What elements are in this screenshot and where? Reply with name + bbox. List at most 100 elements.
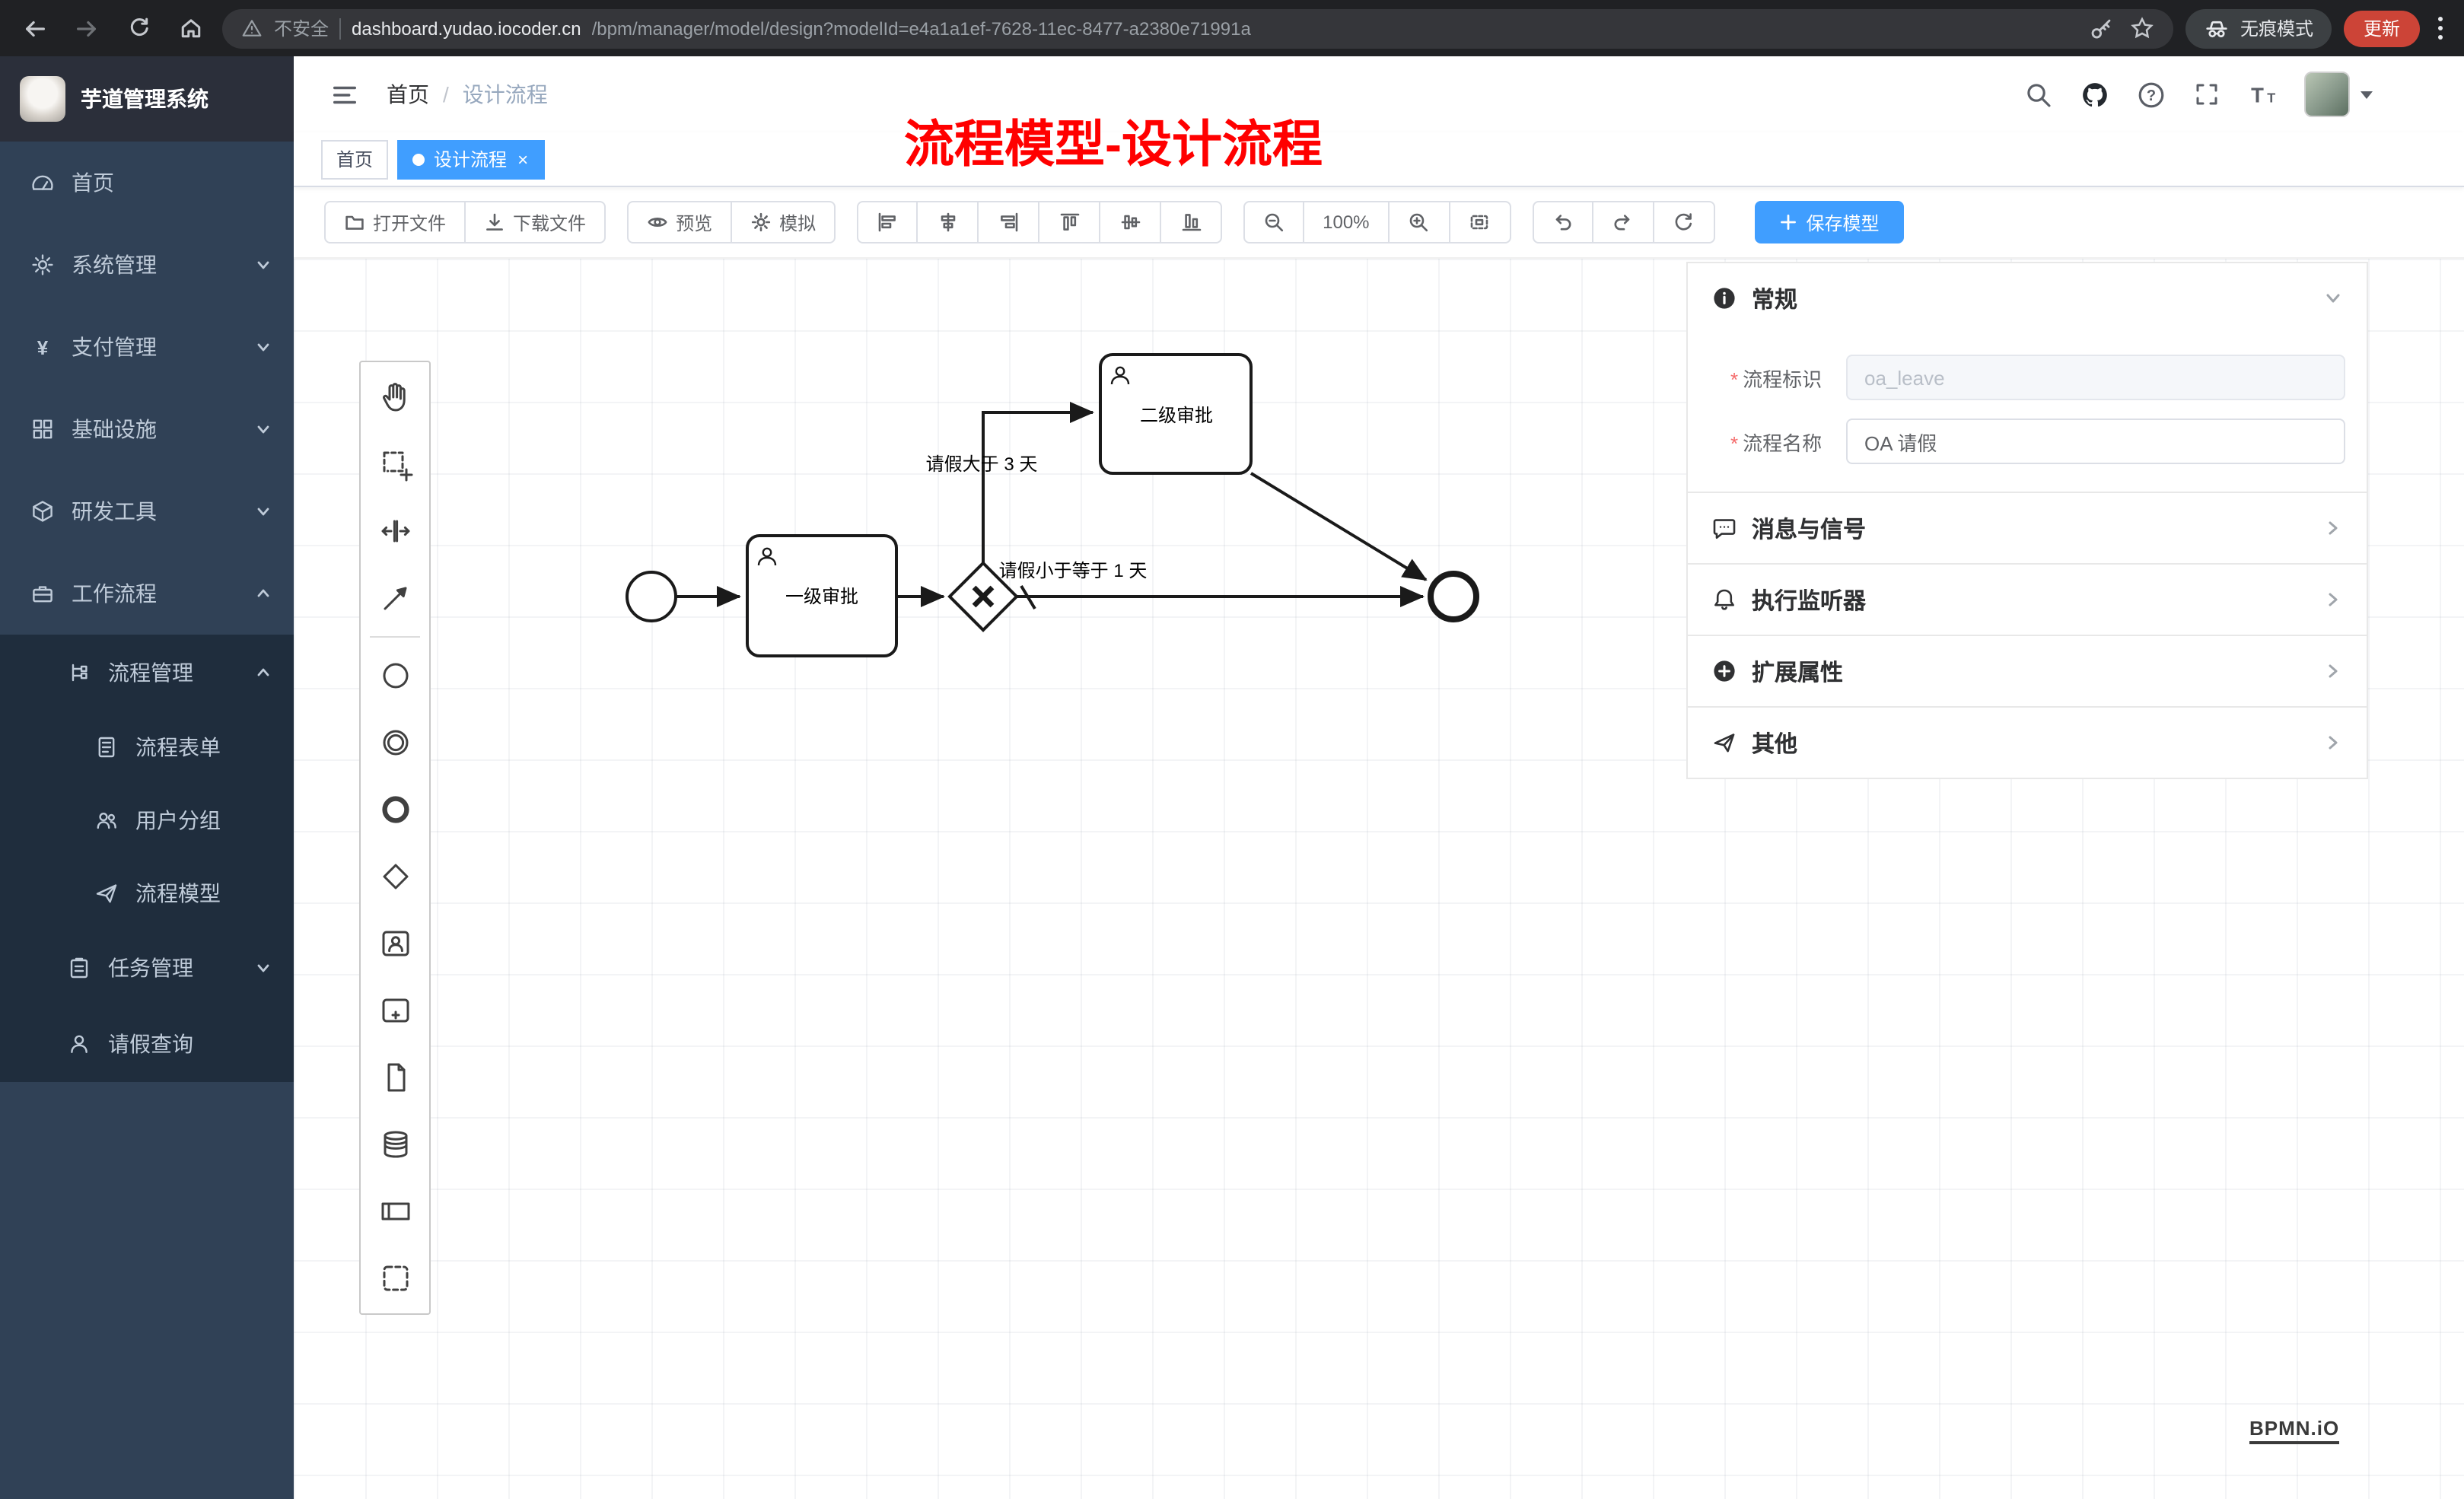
bookmark-star-icon[interactable] — [2129, 15, 2155, 41]
palette-create-participant[interactable] — [361, 1178, 429, 1245]
palette-create-gateway[interactable] — [361, 843, 429, 910]
preview-label: 预览 — [676, 212, 713, 234]
section-other-header[interactable]: 其他 — [1688, 708, 2367, 778]
breadcrumb-home[interactable]: 首页 — [387, 82, 429, 107]
connect-arrow-icon — [383, 587, 406, 610]
clipboard-icon — [67, 956, 91, 980]
align-center-horizontal-button[interactable] — [918, 201, 979, 243]
header-help-button[interactable]: ? — [2135, 79, 2166, 110]
header-search-button[interactable] — [2023, 79, 2053, 110]
cube-icon — [30, 499, 55, 524]
header-github-button[interactable] — [2079, 79, 2109, 110]
preview-button[interactable]: 预览 — [627, 201, 733, 243]
palette-create-user-task[interactable] — [361, 910, 429, 977]
palette-create-start-event[interactable] — [361, 642, 429, 709]
palette-hand-tool[interactable] — [361, 364, 429, 431]
user-task-level2[interactable] — [1099, 353, 1253, 475]
sidebar-item-task-management[interactable]: 任务管理 — [0, 930, 294, 1006]
sidebar-item-user-groups[interactable]: 用户分组 — [0, 784, 294, 857]
palette-space-tool[interactable] — [361, 498, 429, 565]
user-task-level1[interactable] — [746, 534, 898, 657]
zoom-out-button[interactable] — [1243, 201, 1305, 243]
redo-button[interactable] — [1593, 201, 1654, 243]
process-name-input[interactable] — [1846, 419, 2345, 464]
align-left-button[interactable] — [857, 201, 918, 243]
start-event[interactable] — [626, 571, 677, 622]
simulate-button[interactable]: 模拟 — [732, 201, 836, 243]
flow-task2-to-end[interactable] — [1250, 472, 1428, 581]
address-bar[interactable]: 不安全 dashboard.yudao.iocoder.cn/bpm/manag… — [222, 8, 2173, 48]
sidebar-item-process-form[interactable]: 流程表单 — [0, 711, 294, 784]
password-key-icon[interactable] — [2088, 15, 2114, 41]
warning-triangle-icon — [242, 20, 262, 37]
align-right-button[interactable] — [979, 201, 1040, 243]
task2-label: 二级审批 — [1140, 406, 1213, 426]
browser-back-button[interactable] — [15, 8, 55, 48]
tab-design-process[interactable]: 设计流程 × — [397, 139, 546, 179]
chevron-right-icon — [2324, 662, 2342, 680]
refresh-icon — [129, 18, 148, 37]
user-menu[interactable] — [2304, 72, 2373, 117]
sidebar-item-payment[interactable]: ¥ 支付管理 — [0, 306, 294, 388]
sidebar-item-label: 任务管理 — [108, 956, 193, 980]
sidebar-item-process-management[interactable]: 流程管理 — [0, 635, 294, 711]
sidebar-collapse-button[interactable] — [330, 80, 359, 109]
section-execution-listeners-header[interactable]: 执行监听器 — [1688, 565, 2367, 635]
default-flow-marker — [1020, 584, 1036, 610]
bpmn-canvas[interactable]: 一级审批 二级审批 请假大于 3 天 请假小于等于 1 天 — [294, 259, 2464, 1499]
sidebar-item-infrastructure[interactable]: 基础设施 — [0, 388, 294, 470]
align-middle-vertical-button[interactable] — [1100, 201, 1162, 243]
sidebar-item-system[interactable]: 系统管理 — [0, 224, 294, 306]
sidebar-logo[interactable]: 芋道管理系统 — [0, 56, 294, 142]
tab-home[interactable]: 首页 — [321, 139, 389, 179]
palette-create-end-event[interactable] — [361, 776, 429, 843]
palette-create-subprocess[interactable] — [361, 977, 429, 1044]
flow-gateway-to-task2[interactable] — [982, 402, 1094, 563]
header-fullscreen-button[interactable] — [2192, 79, 2222, 110]
palette-create-intermediate-event[interactable] — [361, 709, 429, 776]
save-model-button[interactable]: 保存模型 — [1754, 201, 1904, 243]
palette-lasso-tool[interactable] — [361, 431, 429, 498]
section-title: 执行监听器 — [1752, 588, 1867, 614]
sidebar-item-dev-tools[interactable]: 研发工具 — [0, 470, 294, 552]
sidebar-item-process-model[interactable]: 流程模型 — [0, 857, 294, 930]
section-general-header[interactable]: 常规 — [1688, 263, 2367, 333]
section-extended-attributes-header[interactable]: 扩展属性 — [1688, 636, 2367, 706]
end-event[interactable] — [1428, 571, 1479, 622]
sidebar-item-leave-query[interactable]: 请假查询 — [0, 1006, 294, 1082]
sidebar-item-workflow[interactable]: 工作流程 — [0, 552, 294, 635]
browser-update-button[interactable]: 更新 — [2343, 10, 2420, 46]
user-task-icon — [381, 931, 409, 956]
active-tab-dot — [412, 153, 425, 165]
browser-forward-button[interactable] — [67, 8, 107, 48]
align-bottom-button[interactable] — [1161, 201, 1223, 243]
palette-create-group[interactable] — [361, 1245, 429, 1312]
tab-close-button[interactable]: × — [517, 148, 529, 170]
security-label[interactable]: 不安全 — [274, 18, 329, 40]
section-message-signal-header[interactable]: 消息与信号 — [1688, 493, 2367, 563]
app-logo-image — [20, 76, 65, 122]
undo-button[interactable] — [1532, 201, 1593, 243]
palette-create-data-object[interactable] — [361, 1044, 429, 1111]
save-model-label: 保存模型 — [1806, 212, 1880, 234]
align-top-button[interactable] — [1039, 201, 1101, 243]
gateway-x-marker — [972, 585, 995, 608]
zoom-reset-button[interactable] — [1450, 201, 1511, 243]
zoom-in-button[interactable] — [1389, 201, 1450, 243]
browser-home-button[interactable] — [170, 8, 210, 48]
section-other: 其他 — [1688, 708, 2367, 778]
download-file-button[interactable]: 下载文件 — [466, 201, 606, 243]
browser-menu-button[interactable] — [2432, 17, 2449, 40]
open-file-button[interactable]: 打开文件 — [324, 201, 466, 243]
browser-refresh-button[interactable] — [119, 8, 158, 48]
section-message-signal: 消息与信号 — [1688, 493, 2367, 565]
palette-global-connect-tool[interactable] — [361, 565, 429, 632]
process-name-row: *流程名称 — [1730, 419, 2345, 464]
sidebar-item-label: 首页 — [72, 170, 114, 195]
process-key-input[interactable] — [1846, 355, 2345, 400]
sidebar-item-home[interactable]: 首页 — [0, 142, 294, 224]
palette-create-data-store[interactable] — [361, 1111, 429, 1178]
bpmn-io-watermark[interactable]: BPMN.iO — [2249, 1417, 2340, 1444]
restart-button[interactable] — [1654, 201, 1715, 243]
